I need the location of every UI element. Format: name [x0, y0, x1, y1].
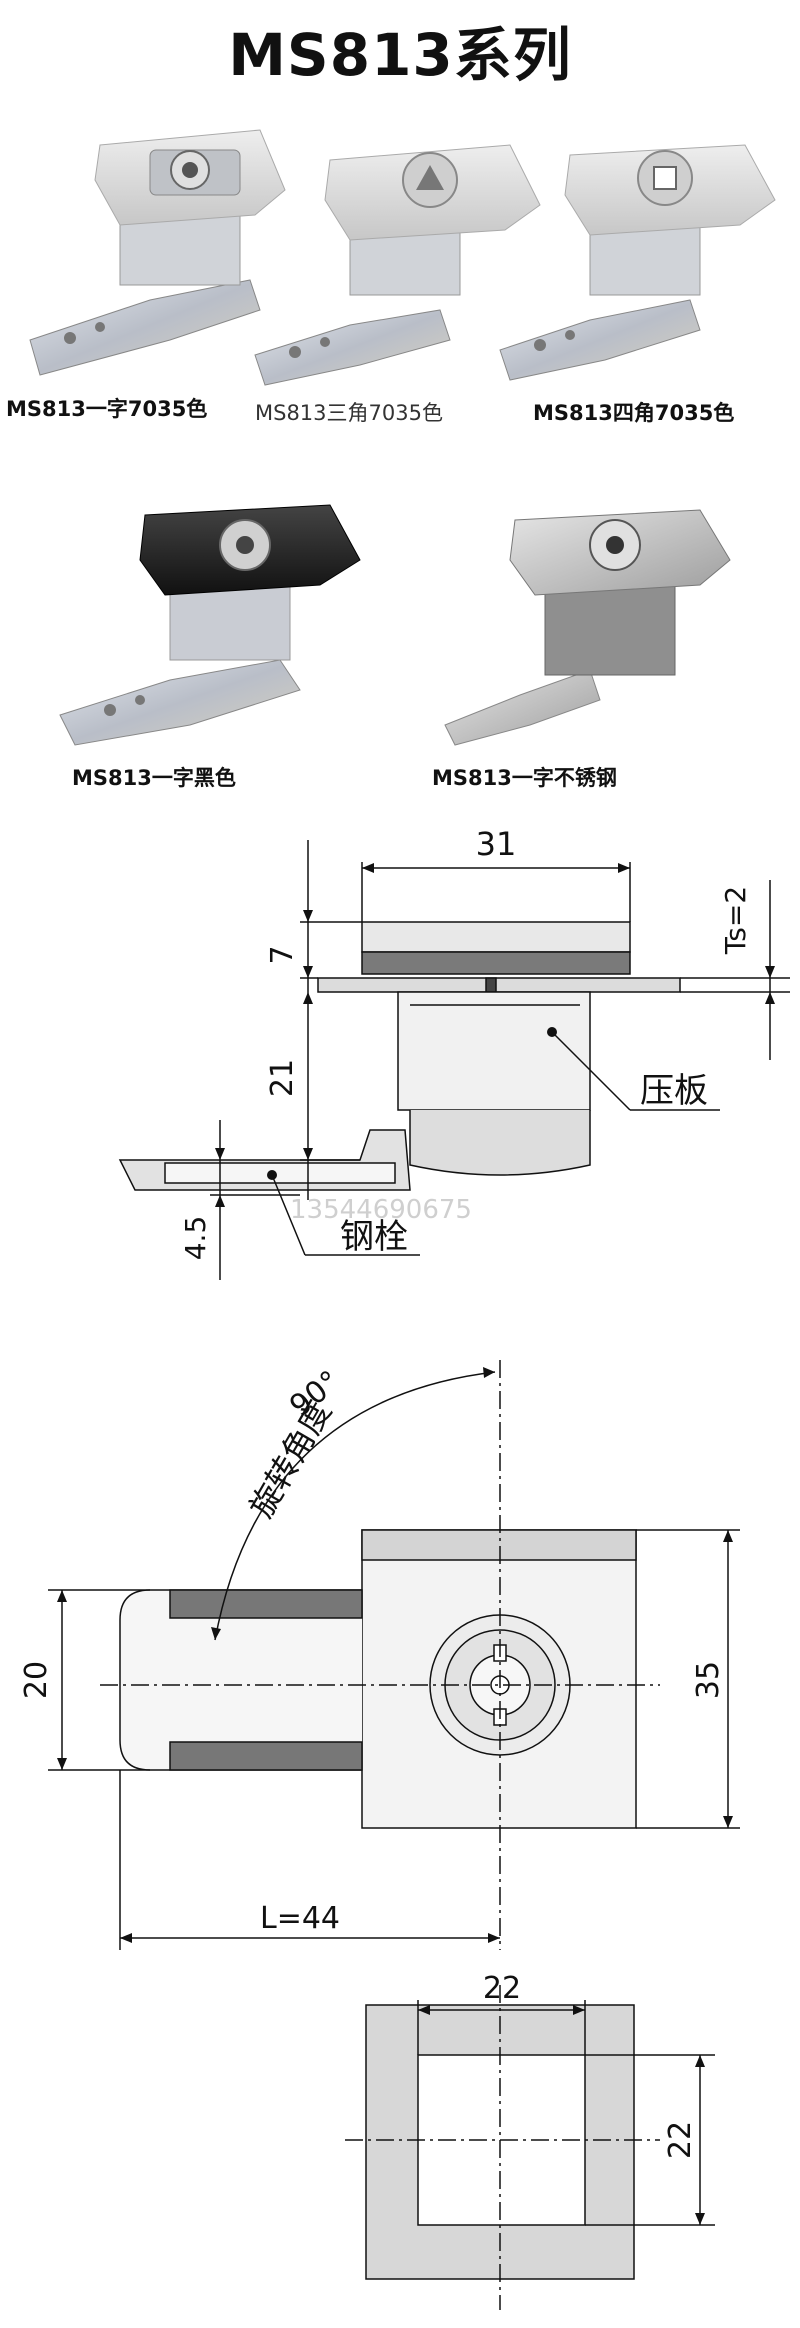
page-title: MS813系列 [228, 21, 572, 89]
product-image-5 [444, 509, 731, 746]
product-photos [29, 129, 776, 746]
dim-body-height-35: 35 [691, 1661, 726, 1699]
dim-length-44: L=44 [260, 1901, 340, 1936]
dim-bolt-4-5: 4.5 [179, 1216, 212, 1261]
product-image-1 [29, 129, 286, 376]
product-label-4: MS813一字黑色 [72, 766, 236, 790]
product-label-2: MS813三角7035色 [255, 401, 443, 425]
product-label-3: MS813四角7035色 [533, 401, 735, 425]
product-image-3 [499, 144, 776, 381]
product-image-2 [254, 144, 541, 386]
product-label-1: MS813一字7035色 [6, 397, 208, 421]
product-image-4 [59, 504, 361, 746]
watermark-phone: 13544690675 [290, 1195, 472, 1225]
dim-panel-ts: Ts=2 [719, 886, 752, 955]
cutout-width-22: 22 [483, 1971, 521, 2006]
dim-height-21: 21 [265, 1059, 300, 1097]
product-label-5: MS813一字不锈钢 [432, 766, 617, 790]
callout-bolt: 钢栓 [340, 1217, 408, 1257]
dim-width-31: 31 [476, 825, 517, 863]
dim-head-7: 7 [265, 945, 300, 964]
dim-tongue-width-20: 20 [19, 1661, 54, 1699]
cutout-height-22: 22 [663, 2121, 698, 2159]
callout-plate: 压板 [640, 1071, 708, 1111]
